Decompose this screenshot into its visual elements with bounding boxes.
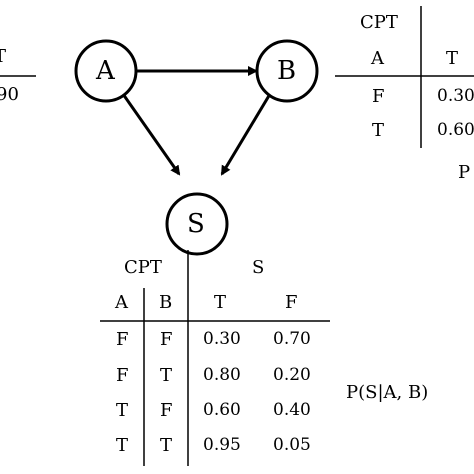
left-table-value: 90 [0, 84, 19, 105]
b-table-col-t: T [446, 48, 459, 69]
b-table-corner: CPT [360, 12, 398, 33]
b-table-prob-label: P [458, 162, 471, 183]
edge-a-to-s [121, 93, 181, 176]
node-b-circle [255, 39, 319, 103]
s-table-r2-b: T [160, 365, 173, 386]
left-table-header: T [0, 46, 7, 67]
node-a-label: A [96, 56, 115, 86]
s-table-r1-f: 0.70 [273, 329, 311, 349]
s-table-header-f: F [285, 292, 298, 313]
node-a-circle [74, 39, 138, 103]
s-table-prob-label: P(S|A, B) [346, 382, 429, 403]
s-table-r1-t: 0.30 [203, 329, 241, 349]
s-table-r2-f: 0.20 [273, 365, 311, 385]
b-table-row1-t: 0.30 [437, 86, 474, 106]
s-table-r4-f: 0.05 [273, 435, 311, 455]
s-table-r3-b: F [160, 400, 173, 421]
b-table-row1-a: F [372, 86, 385, 107]
s-table-header-a: A [115, 292, 128, 313]
s-table-corner: CPT [124, 257, 162, 278]
s-table-r2-a: F [116, 365, 129, 386]
s-table-header-t: T [214, 292, 227, 313]
s-table-r1-b: F [160, 329, 173, 350]
s-table-r4-a: T [116, 435, 129, 456]
node-s-label: S [187, 209, 205, 239]
s-table-header-b: B [159, 292, 173, 313]
s-table-r3-f: 0.40 [273, 400, 311, 420]
b-table-row2-a: T [372, 120, 385, 141]
b-table-row2-t: 0.60 [437, 120, 474, 140]
s-table-r2-t: 0.80 [203, 365, 241, 385]
node-b-label: B [277, 56, 297, 86]
s-table-group-header: S [252, 257, 265, 278]
b-table-col-a: A [371, 48, 384, 69]
s-table-r4-b: T [160, 435, 173, 456]
s-table-r4-t: 0.95 [203, 435, 241, 455]
s-table-r1-a: F [116, 329, 129, 350]
edge-b-to-s [220, 93, 272, 176]
s-table-r3-t: 0.60 [203, 400, 241, 420]
node-s-circle [165, 192, 229, 256]
s-table-r3-a: T [116, 400, 129, 421]
